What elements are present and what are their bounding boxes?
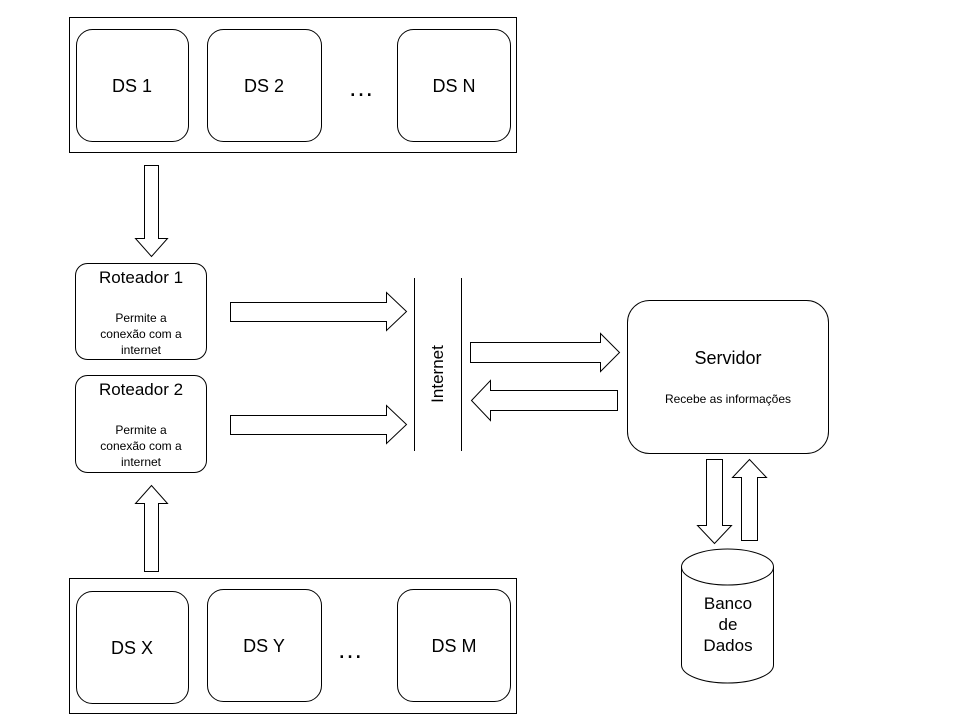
server-title: Servidor xyxy=(694,348,761,368)
router1-desc-line2: conexão com a xyxy=(100,327,182,341)
router2-desc-line3: internet xyxy=(121,455,162,469)
arrow-database-to-server xyxy=(731,458,768,541)
router2-title: Roteador 2 xyxy=(99,380,183,399)
arrow-server-to-database xyxy=(696,459,733,545)
device-box-ds1 xyxy=(76,29,189,142)
device-label-dsm: DS M xyxy=(432,636,477,656)
server-box xyxy=(627,300,829,454)
router2-desc-line2: conexão com a xyxy=(100,439,182,453)
arrow-router1-to-internet xyxy=(230,291,408,332)
router1-desc-line3: internet xyxy=(121,343,162,357)
router1-title: Roteador 1 xyxy=(99,268,183,287)
device-box-dsx xyxy=(76,591,189,704)
ellipsis-bottom: … xyxy=(337,634,363,664)
server: Servidor Recebe as informações xyxy=(627,300,829,454)
database-label-line1: Banco xyxy=(704,594,752,613)
ellipsis-top: … xyxy=(348,72,374,102)
server-desc: Recebe as informações xyxy=(665,392,791,406)
device-box-ds2 xyxy=(207,29,322,142)
device-label-ds2: DS 2 xyxy=(244,76,284,96)
arrow-down-to-router1 xyxy=(134,165,169,258)
device-label-dsn: DS N xyxy=(432,76,475,96)
database-label-line2: de xyxy=(719,615,738,634)
router2: Roteador 2 Permite a conexão com a inter… xyxy=(75,375,207,473)
device-label-ds1: DS 1 xyxy=(112,76,152,96)
device-box-dsm xyxy=(397,589,511,702)
database-label-line3: Dados xyxy=(703,636,752,655)
router1-box xyxy=(75,263,207,360)
arrow-internet-to-server xyxy=(470,332,621,373)
arrow-server-to-internet xyxy=(470,379,618,422)
database-cylinder-top xyxy=(681,566,774,586)
device-group-bottom: DS X DS Y … DS M xyxy=(69,578,517,714)
database: Banco de Dados xyxy=(681,548,774,684)
router2-box xyxy=(75,375,207,473)
internet: Internet xyxy=(414,278,462,451)
arrow-router2-to-internet xyxy=(230,404,408,445)
device-box-dsy xyxy=(207,589,322,702)
device-box-dsn xyxy=(397,29,511,142)
router1-desc-line1: Permite a xyxy=(115,311,167,325)
device-label-dsx: DS X xyxy=(111,638,153,658)
arrow-up-to-router2 xyxy=(134,484,169,572)
router2-desc-line1: Permite a xyxy=(115,423,167,437)
router1: Roteador 1 Permite a conexão com a inter… xyxy=(75,263,207,360)
device-label-dsy: DS Y xyxy=(243,636,285,656)
device-group-top: DS 1 DS 2 … DS N xyxy=(69,17,517,153)
internet-label: Internet xyxy=(428,345,447,403)
